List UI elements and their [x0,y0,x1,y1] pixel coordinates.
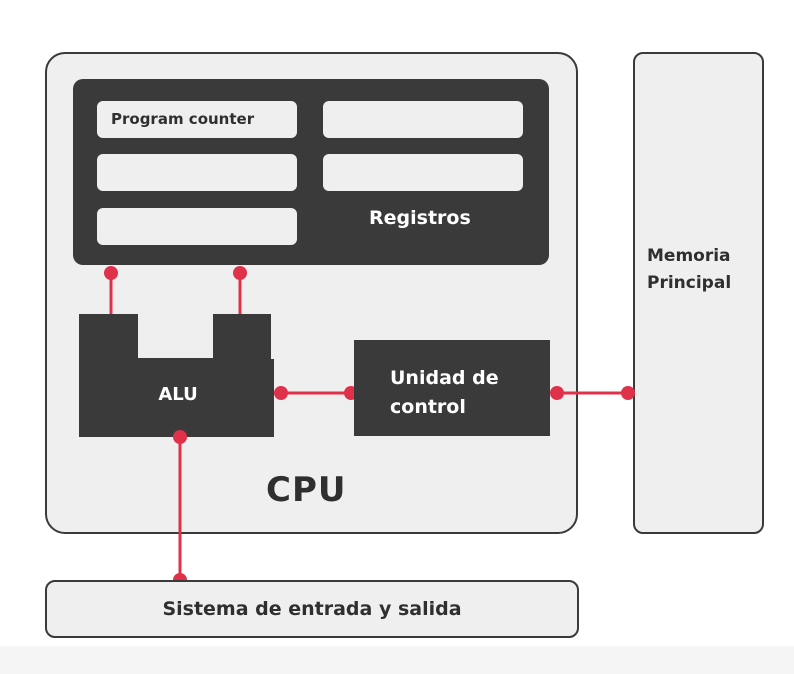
io-system-box [45,580,579,638]
alu-shape [79,314,274,437]
control-unit-box [354,340,550,436]
io-system-label: Sistema de entrada y salida [162,598,462,620]
alu-label: ALU [158,384,198,405]
connector-dot [621,386,635,400]
connector-dot [104,266,118,280]
registers-label: Registros [369,207,471,229]
cpu-label: CPU [266,470,347,510]
register-slot-program-counter: Program counter [97,101,297,138]
connector-dot [274,386,288,400]
register-slot [323,154,523,191]
control-unit-label: Unidad de control [390,367,499,418]
main-memory-box [633,52,764,534]
register-slot [97,208,297,245]
main-memory-label: Memoria Principal [647,246,732,293]
connector-dot [173,430,187,444]
register-slot [97,154,297,191]
connector-dot [550,386,564,400]
register-label: Program counter [111,110,255,128]
connector-dot [233,266,247,280]
register-slot [323,101,523,138]
bottom-divider-strip [0,646,794,674]
